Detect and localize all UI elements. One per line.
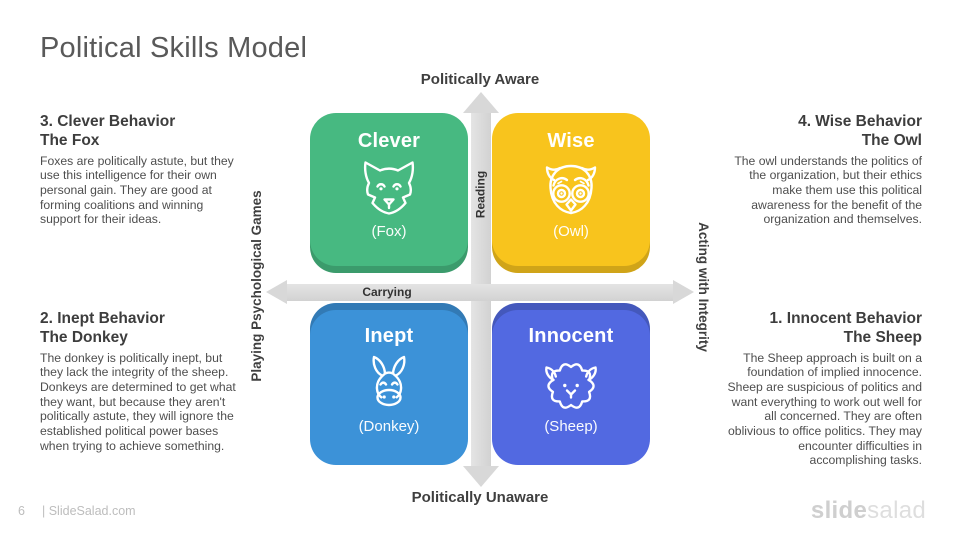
horizontal-axis-arrow — [286, 284, 674, 301]
sheep-icon — [545, 363, 597, 409]
quadrant-title: Clever — [357, 130, 421, 152]
note-body: The owl understands the politics of the … — [734, 153, 922, 227]
quadrant-caption: (Sheep) — [544, 418, 598, 435]
quadrant-title: Innocent — [528, 325, 614, 347]
quadrant-caption: (Donkey) — [358, 418, 420, 435]
quadrant-clever: Clever (Fox) — [310, 113, 468, 273]
arrow-down-icon — [463, 466, 499, 487]
footer-site-text: | SlideSalad.com — [42, 504, 136, 518]
page-number: 6 — [18, 504, 25, 518]
quadrant-innocent: Innocent (Sheep) — [492, 303, 650, 465]
axis-label-politically-aware: Politically Aware — [420, 71, 540, 88]
note-body: The donkey is politically inept, but the… — [40, 350, 236, 453]
axis-inner-label-reading: Reading — [473, 170, 488, 219]
quadrant-title: Inept — [364, 325, 414, 347]
axis-label-acting-with-integrity: Acting with Integrity — [696, 222, 711, 352]
arrow-left-icon — [266, 280, 287, 304]
owl-icon — [545, 164, 597, 215]
fox-icon — [363, 161, 415, 215]
quadrant-caption: (Fox) — [371, 223, 407, 240]
donkey-icon — [372, 355, 406, 407]
arrow-up-icon — [463, 92, 499, 113]
note-body: The Sheep approach is built on a foundat… — [727, 350, 922, 468]
quadrant-inept: Inept (Donkey) — [310, 303, 468, 465]
slidesalad-logo: slidesalad — [810, 497, 926, 524]
quadrant-caption: (Owl) — [553, 223, 589, 240]
note-body: Foxes are politically astute, but they u… — [40, 153, 234, 227]
quadrant-title: Wise — [547, 130, 595, 152]
page-title: Political Skills Model — [40, 32, 308, 64]
axis-label-playing-psychological-games: Playing Psychological Games — [249, 190, 264, 382]
arrow-right-icon — [673, 280, 694, 304]
axis-label-politically-unaware: Politically Unaware — [411, 489, 549, 506]
quadrant-wise: Wise (Owl) — [492, 113, 650, 273]
axis-inner-label-carrying: Carrying — [362, 285, 412, 299]
